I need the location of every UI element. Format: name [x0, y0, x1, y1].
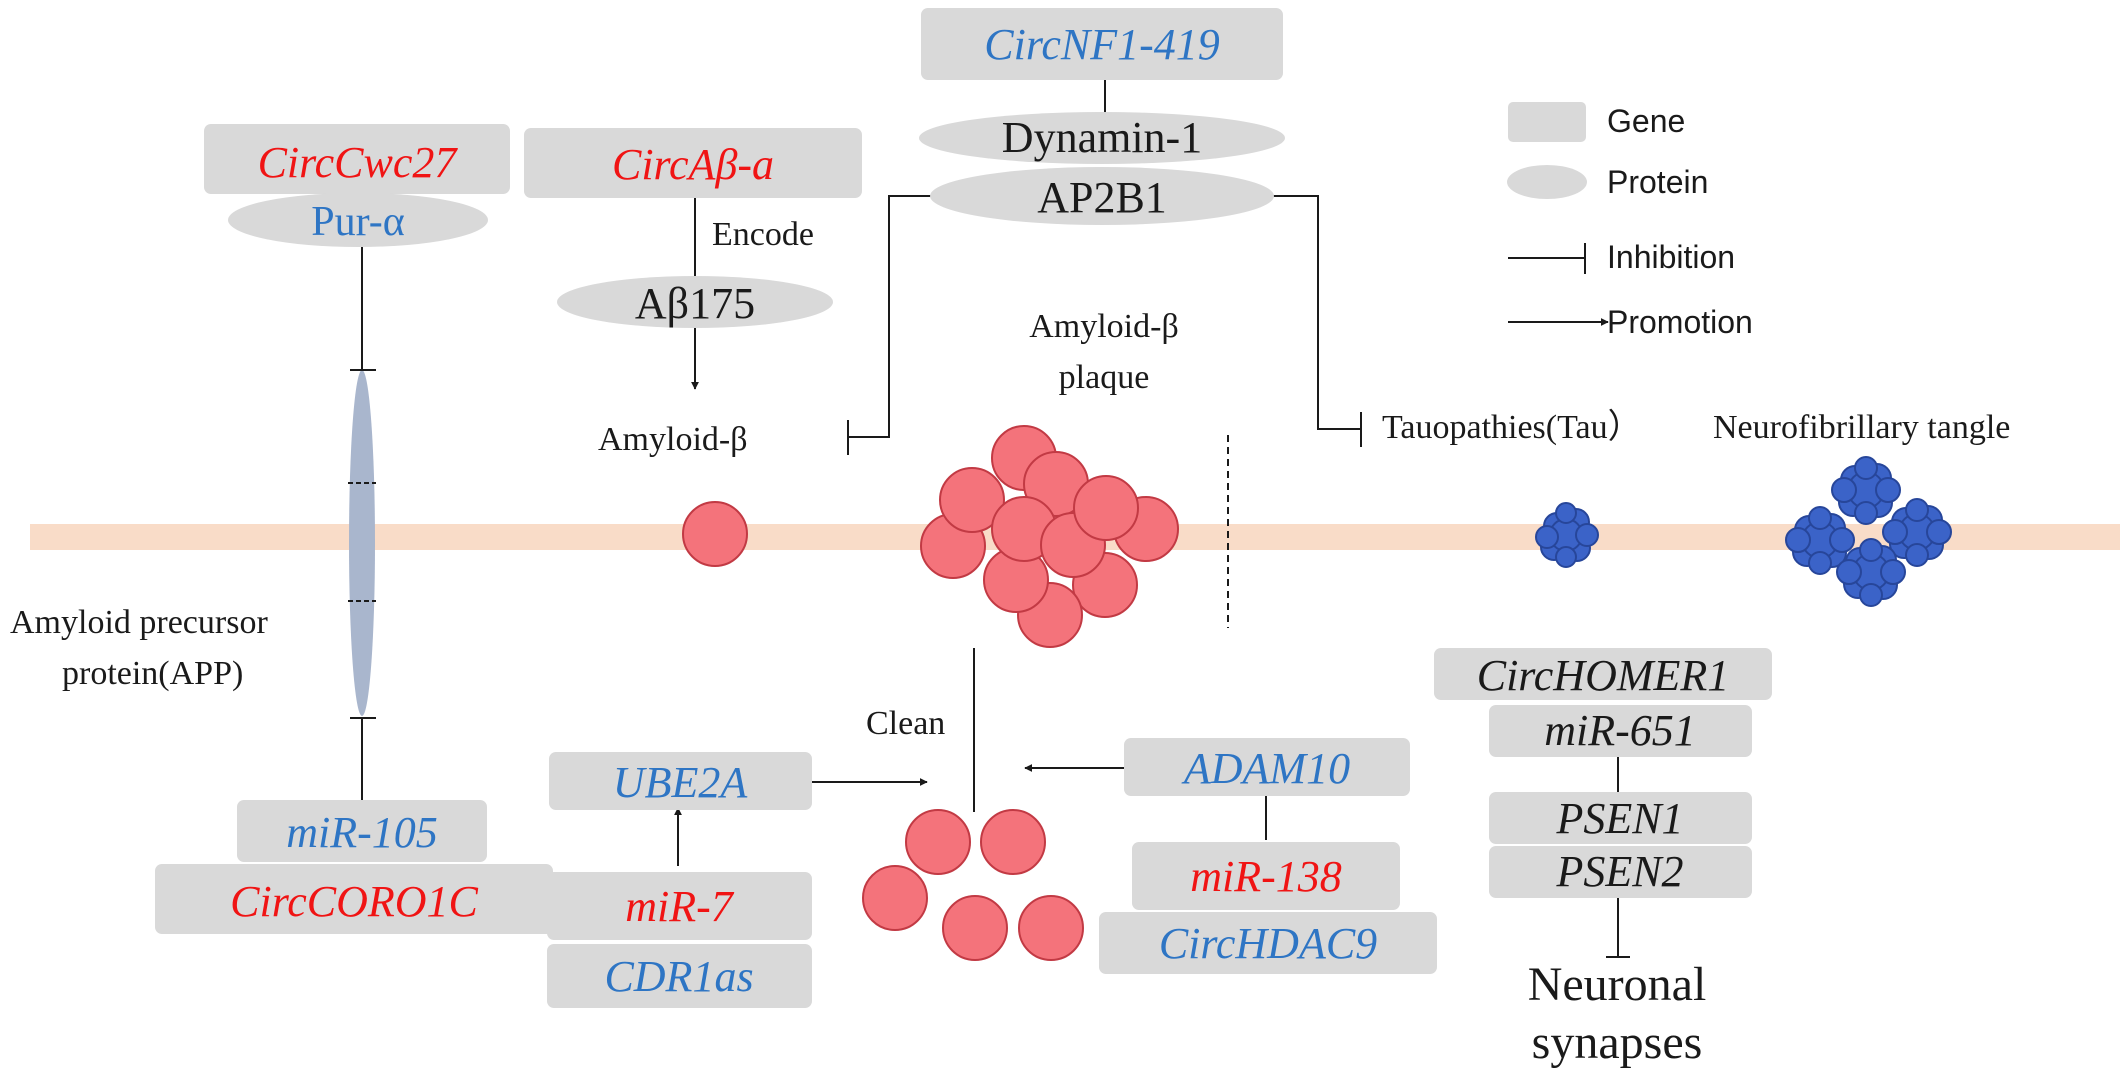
- tangle-label: Neurofibrillary tangle: [1713, 409, 2010, 446]
- gene-box-psen1: [1489, 792, 1752, 844]
- protein-abeta175-shape: [557, 276, 833, 328]
- cleared-particle: [1018, 895, 1084, 961]
- gene-box-cdr1as: [547, 944, 812, 1008]
- gene-box-circnf1: [921, 8, 1283, 80]
- gene-box-circhomer1: [1434, 648, 1772, 700]
- legend-gene-swatch: [1508, 102, 1586, 142]
- protein-dynamin1-shape: [919, 112, 1285, 164]
- gene-box-psen2: [1489, 846, 1752, 898]
- app-label-line2: protein(APP): [62, 655, 243, 692]
- gene-box-adam10: [1124, 738, 1410, 796]
- neuronal-label-line2: synapses: [1532, 1016, 1703, 1069]
- gene-box-mir651: [1489, 705, 1752, 757]
- tau-aggregate-small: [1535, 502, 1599, 568]
- gene-mir7-label: miR-7: [625, 882, 735, 931]
- amyloid-monomer: [682, 501, 748, 567]
- gene-box-circcwc27: [204, 124, 510, 194]
- gene-cdr1as-label: CDR1as: [604, 952, 753, 1001]
- legend-protein-label: Protein: [1607, 164, 1708, 200]
- neuronal-label-line1: Neuronal: [1528, 958, 1707, 1011]
- encode-label: Encode: [712, 216, 814, 253]
- protein-ap2b1-shape: [930, 167, 1274, 225]
- gene-box-circabeta-a: [524, 128, 862, 198]
- gene-box-mir105: [237, 800, 487, 862]
- gene-box-mir138: [1132, 842, 1400, 910]
- plaque-label-line2: plaque: [1059, 359, 1150, 396]
- legend-promotion-label: Promotion: [1607, 304, 1753, 340]
- cleared-particle: [862, 865, 928, 931]
- gene-circhdac9-label: CircHDAC9: [1159, 919, 1377, 968]
- clean-label: Clean: [866, 705, 945, 742]
- gene-circabeta-a-label: CircAβ-a: [612, 140, 774, 189]
- app-protein-shape: [349, 370, 375, 716]
- gene-box-circcoro1c: [155, 864, 553, 934]
- plaque-particle: [1073, 475, 1139, 541]
- tau-tangle: [1785, 456, 1952, 607]
- legend-protein-swatch: [1507, 165, 1587, 199]
- app-label-line1: Amyloid precursor: [10, 604, 268, 641]
- gene-mir105-label: miR-105: [286, 808, 438, 857]
- cleared-particle: [905, 809, 971, 875]
- plaque-particle: [939, 467, 1005, 533]
- gene-mir651-label: miR-651: [1544, 706, 1696, 755]
- cleared-particle: [980, 809, 1046, 875]
- gene-ube2a-label: UBE2A: [613, 758, 749, 807]
- protein-dynamin1-label: Dynamin-1: [1002, 113, 1202, 162]
- ap2b1-inhibit-amyloid-line: [848, 195, 932, 438]
- gene-box-ube2a: [549, 752, 812, 810]
- protein-pur-alpha-shape: [228, 193, 488, 247]
- plaque-label-line1: Amyloid-β: [1029, 308, 1179, 345]
- gene-circcwc27-label: CircCwc27: [258, 138, 459, 187]
- gene-mir138-label: miR-138: [1190, 852, 1342, 901]
- gene-box-circhdac9: [1099, 912, 1437, 974]
- gene-box-mir7: [547, 872, 812, 940]
- tauopathies-label: Tauopathies(Tau）: [1382, 408, 1642, 446]
- ap2b1-inhibit-tau-line: [1272, 195, 1361, 430]
- legend-gene-label: Gene: [1607, 103, 1685, 139]
- cleared-particle: [942, 895, 1008, 961]
- gene-adam10-label: ADAM10: [1181, 744, 1350, 793]
- gene-circnf1-label: CircNF1-419: [984, 20, 1219, 69]
- protein-ap2b1-label: AP2B1: [1037, 173, 1167, 222]
- protein-abeta175-label: Aβ175: [635, 279, 755, 328]
- gene-circhomer1-label: CircHOMER1: [1477, 651, 1730, 700]
- gene-circcoro1c-label: CircCORO1C: [230, 877, 478, 926]
- legend-inhibition-label: Inhibition: [1607, 239, 1735, 275]
- gene-psen1-label: PSEN1: [1555, 794, 1683, 843]
- protein-pur-alpha-label: Pur-α: [311, 199, 405, 245]
- gene-psen2-label: PSEN2: [1555, 847, 1683, 896]
- amyloid-beta-label: Amyloid-β: [598, 421, 748, 458]
